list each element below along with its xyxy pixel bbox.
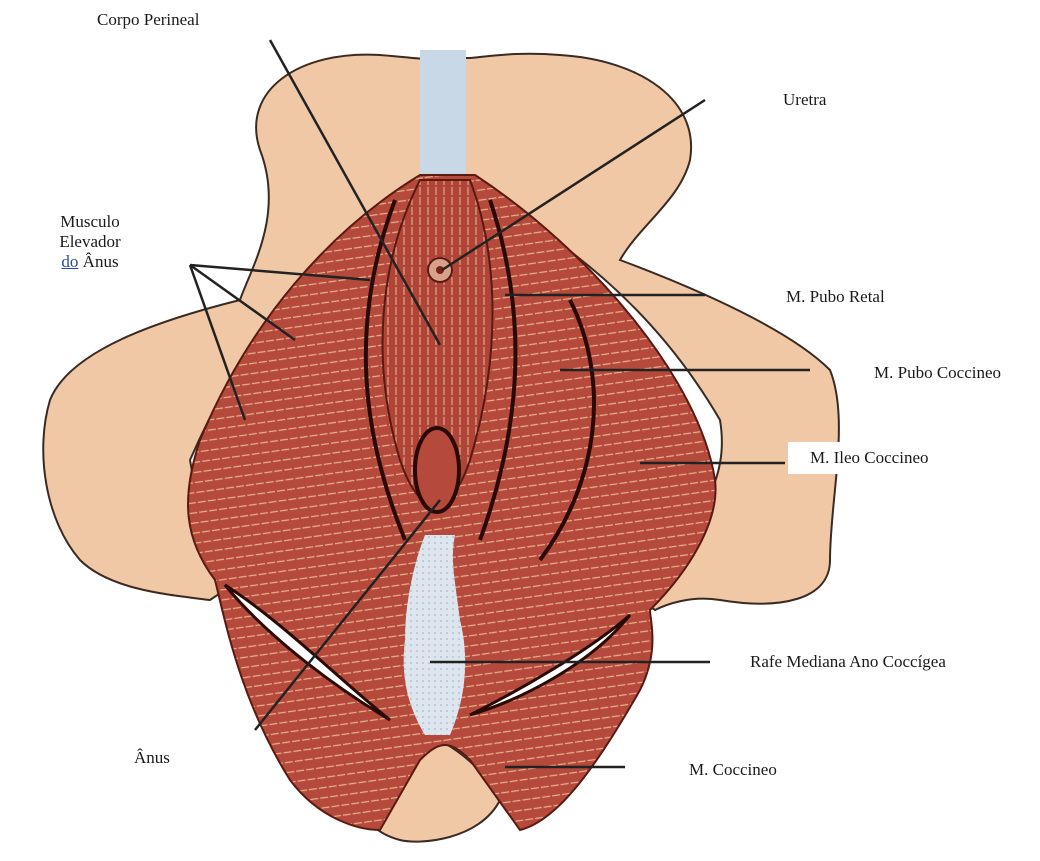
label-pubo-coccineo: M. Pubo Coccineo (874, 363, 1001, 383)
label-rafe: Rafe Mediana Ano Coccígea (750, 652, 946, 672)
label-ileo-coccineo: M. Ileo Coccineo (788, 442, 951, 474)
label-uretra: Uretra (783, 90, 826, 110)
label-pubo-retal: M. Pubo Retal (786, 287, 885, 307)
label-corpo-perineal: Corpo Perineal (97, 10, 199, 30)
anus-opening (415, 428, 459, 512)
label-musculo-anus: Ânus (83, 252, 119, 271)
label-musculo-line2: Elevador (40, 232, 140, 252)
label-musculo-line1: Musculo (40, 212, 140, 232)
label-coccineo: M. Coccineo (689, 760, 777, 780)
label-musculo-elevador: Musculo Elevador do Ânus (40, 212, 140, 272)
label-anus: Ânus (134, 748, 170, 768)
label-musculo-line3: do Ânus (40, 252, 140, 272)
urethra-band (420, 50, 466, 190)
label-musculo-do[interactable]: do (61, 252, 78, 271)
